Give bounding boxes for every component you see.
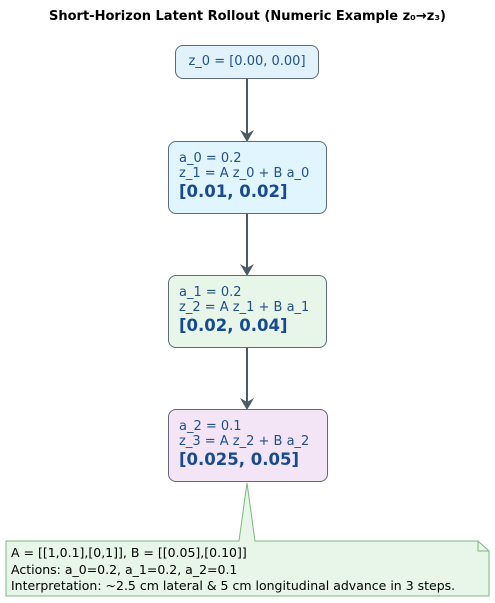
state-node-z1: a_0 = 0.2 z_1 = A z_0 + B a_0 [0.01, 0.0…: [168, 141, 327, 214]
node-z2-equation: z_2 = A z_1 + B a_1: [179, 300, 310, 315]
note-actions: Actions: a_0=0.2, a_1=0.2, a_2=0.1: [11, 561, 238, 577]
note-fold-corner: [477, 541, 489, 552]
node-z1-result: [0.01, 0.02]: [179, 182, 288, 201]
node-z0-label: z_0 = [0.00, 0.00]: [188, 54, 306, 69]
diagram-title: Short-Horizon Latent Rollout (Numeric Ex…: [49, 9, 446, 24]
note-text: A = [[1,0.1],[0,1]], B = [[0.05],[0.10]]…: [11, 545, 455, 595]
state-node-z3: a_2 = 0.1 z_3 = A z_2 + B a_2 [0.025, 0.…: [168, 409, 328, 482]
note-interpretation: Interpretation: ~2.5 cm lateral & 5 cm l…: [11, 578, 456, 593]
node-z2-action: a_1 = 0.2: [179, 285, 242, 300]
note-matrices: A = [[1,0.1],[0,1]], B = [[0.05],[0.10]]: [11, 545, 247, 560]
node-z3-result: [0.025, 0.05]: [179, 450, 299, 469]
node-z3-action: a_2 = 0.1: [179, 419, 242, 434]
node-z1-equation: z_1 = A z_0 + B a_0: [179, 166, 310, 181]
node-z1-action: a_0 = 0.2: [179, 151, 242, 166]
node-z2-result: [0.02, 0.04]: [179, 316, 288, 335]
node-z3-equation: z_3 = A z_2 + B a_2: [179, 434, 310, 449]
state-node-z2: a_1 = 0.2 z_2 = A z_1 + B a_1 [0.02, 0.0…: [168, 275, 327, 348]
state-node-z0: z_0 = [0.00, 0.00]: [175, 45, 319, 79]
